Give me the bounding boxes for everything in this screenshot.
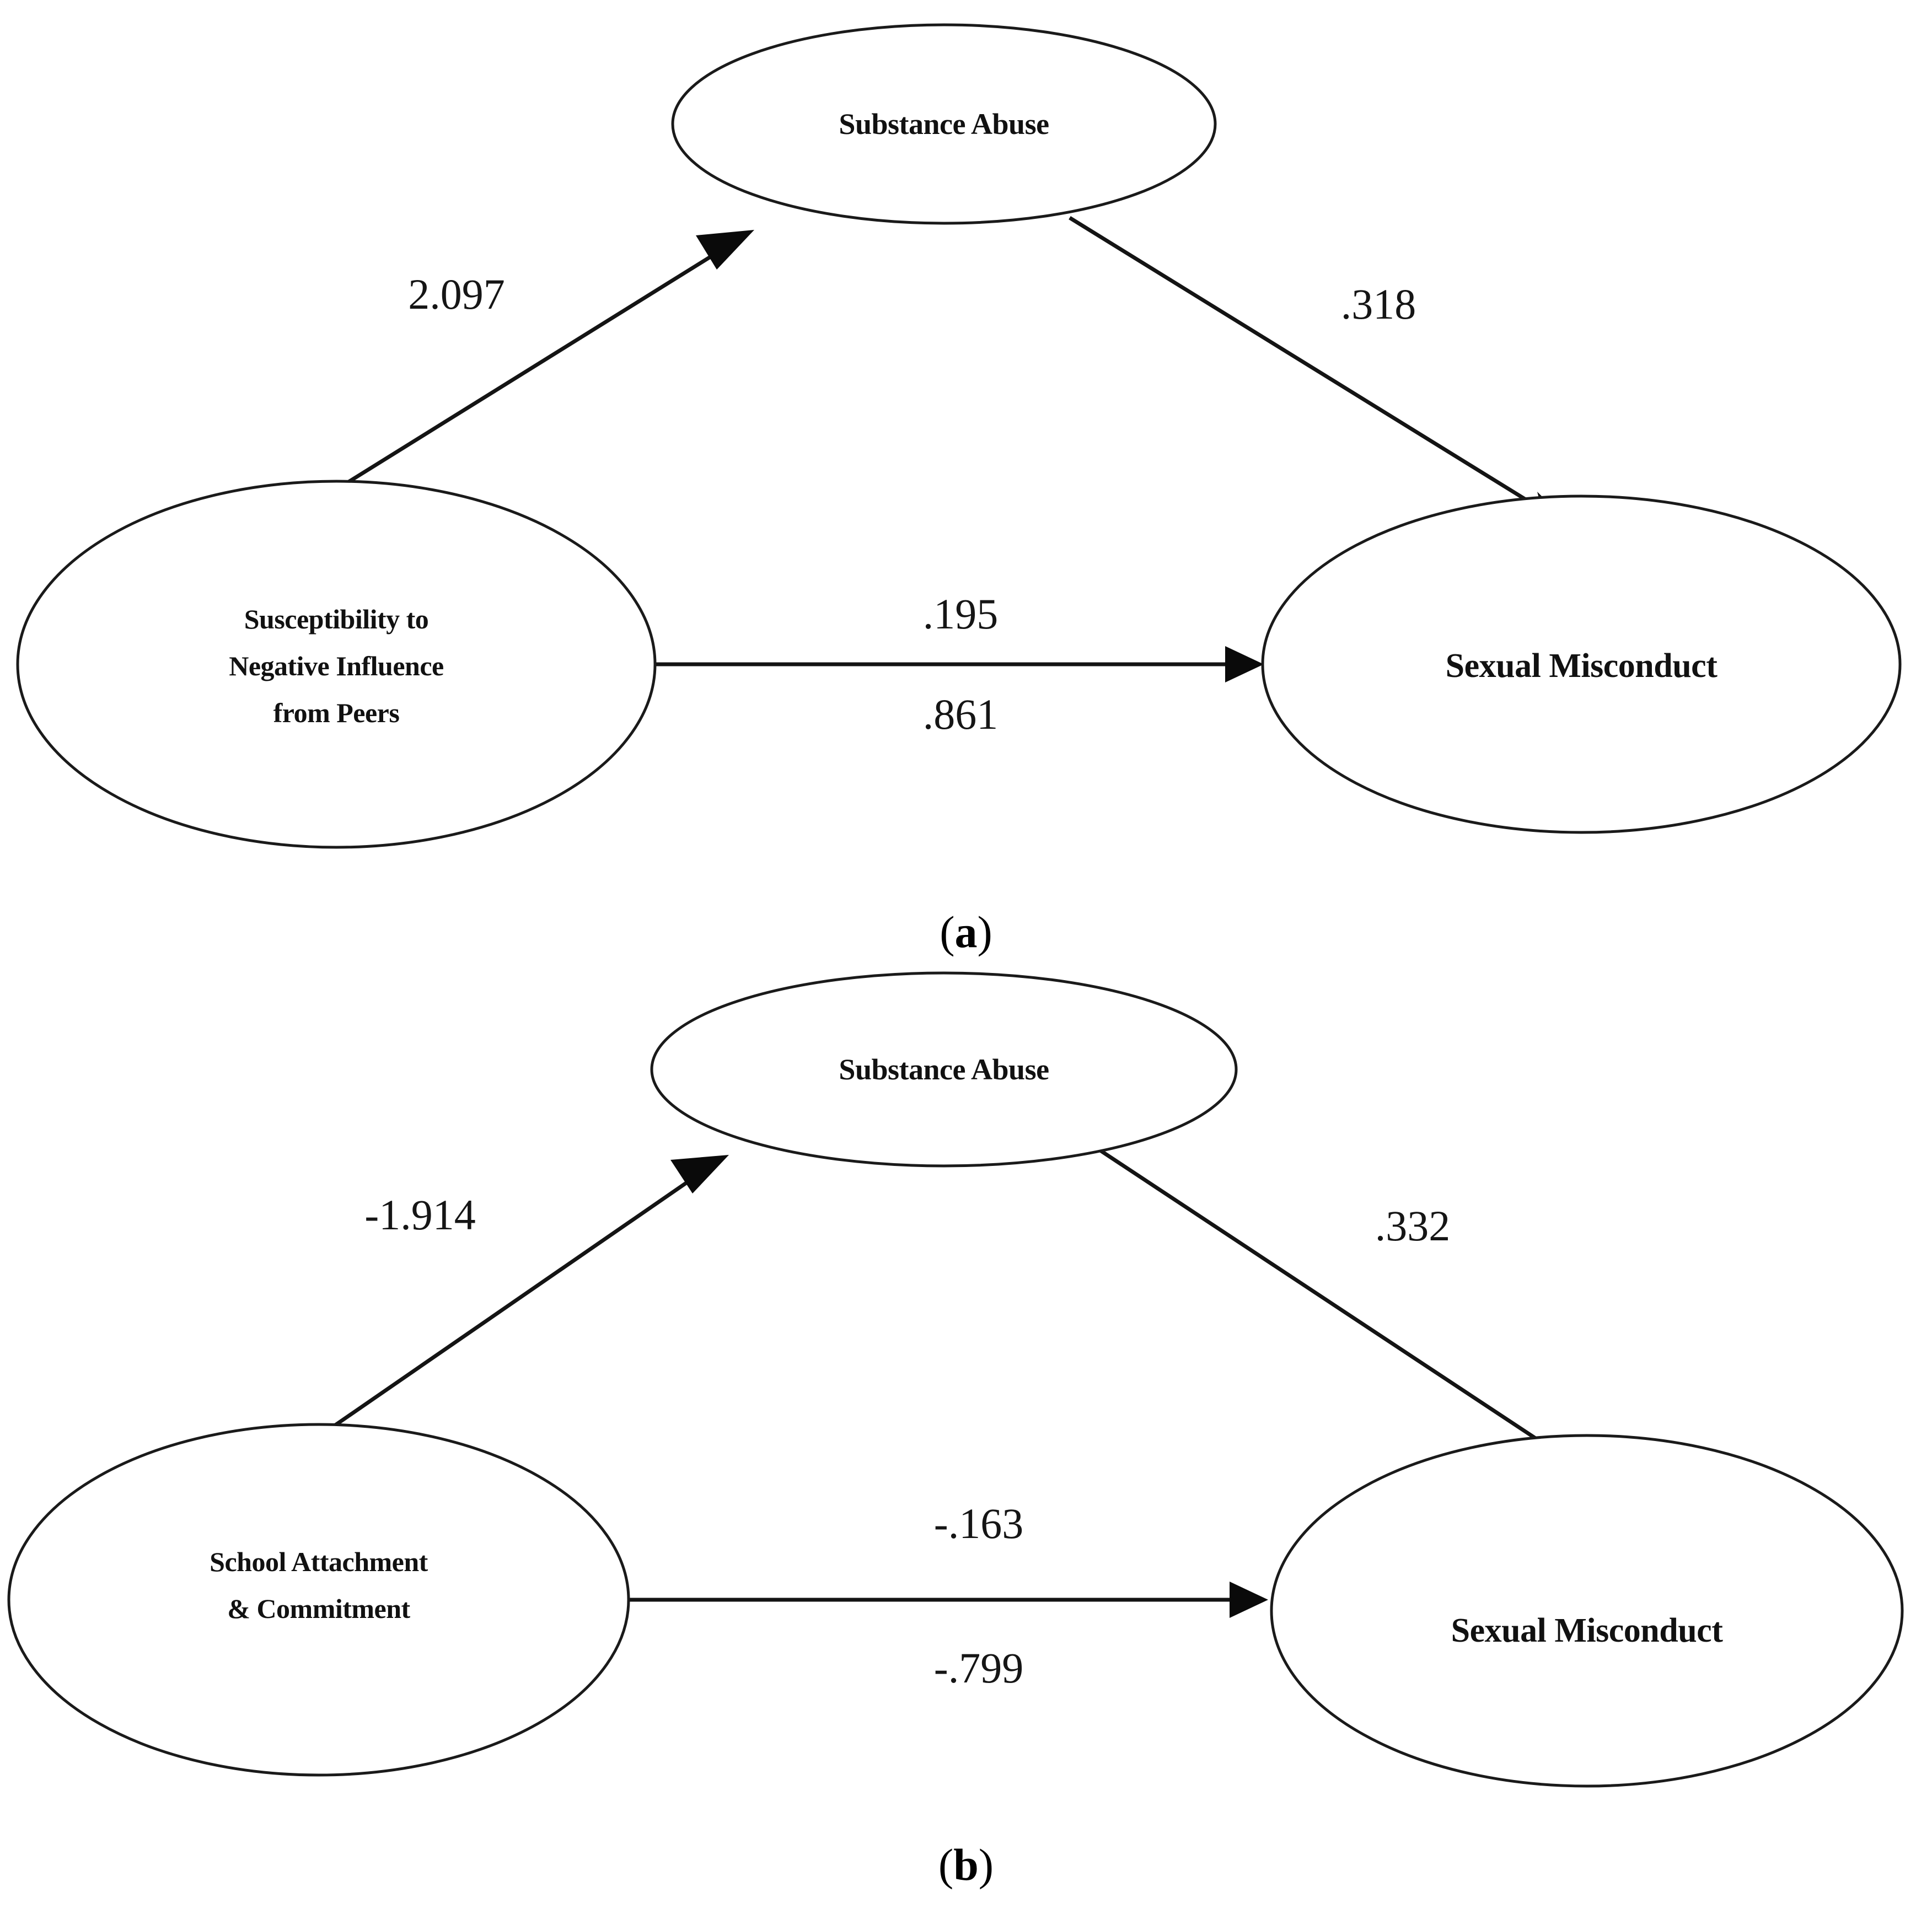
arrowhead-predictor-to-mediator [696,230,754,270]
arrowhead-predictor-to-outcome [1225,646,1264,682]
node-outcome-ellipse[interactable] [1261,494,1902,834]
node-predictor-label-line3: from Peers [273,697,400,728]
edge-mediator-to-outcome [1093,1145,1579,1468]
panel-b: Substance Abuse School Attachment & Comm… [0,965,1932,1925]
panel-a-diagram: Substance Abuse Susceptibility to Negati… [16,23,1902,957]
coef-direct-upper: -.163 [934,1499,1023,1547]
coef-predictor-to-mediator: 2.097 [408,270,505,318]
node-mediator-label: Substance Abuse [839,107,1049,141]
node-mediator-ellipse[interactable] [671,23,1217,225]
panel-b-caption-open: ( [938,1840,953,1890]
node-outcome-label: Sexual Misconduct [1451,1612,1724,1649]
node-predictor-ellipse[interactable] [16,480,657,849]
node-predictor-label-line1: School Attachment [210,1546,428,1577]
node-mediator-label: Substance Abuse [839,1053,1049,1086]
coef-mediator-to-outcome: .332 [1375,1202,1451,1250]
edge-mediator-to-outcome [1069,216,1557,520]
panel-b-caption: (b) [938,1840,994,1890]
node-mediator-ellipse[interactable] [650,971,1238,1168]
node-outcome-label: Sexual Misconduct [1446,647,1718,685]
arrowhead-predictor-to-mediator [670,1155,729,1193]
node-predictor-label-line2: & Commitment [227,1593,410,1624]
panel-a-caption-close: ) [978,907,992,957]
node-predictor-label-line2: Negative Influence [229,650,444,681]
panel-b-caption-close: ) [979,1840,994,1890]
node-predictor-ellipse[interactable] [7,1423,630,1777]
panel-a-caption: (a) [940,907,992,957]
node-outcome-ellipse[interactable] [1270,1434,1904,1788]
coef-mediator-to-outcome: .318 [1341,280,1416,328]
panel-a: Substance Abuse Susceptibility to Negati… [16,23,1902,957]
panel-b-caption-letter: b [953,1840,979,1890]
arrowhead-predictor-to-outcome [1230,1582,1268,1618]
panel-b-diagram: Substance Abuse School Attachment & Comm… [7,971,1904,1890]
panel-a-caption-letter: a [955,907,978,957]
coef-direct-upper: .195 [923,590,999,638]
coef-predictor-to-mediator: -1.914 [364,1191,475,1239]
coef-direct-lower: .861 [923,690,999,738]
panel-a-caption-open: ( [940,907,954,957]
node-predictor-label-line1: Susceptibility to [244,604,429,635]
coef-direct-lower: -.799 [934,1644,1023,1692]
